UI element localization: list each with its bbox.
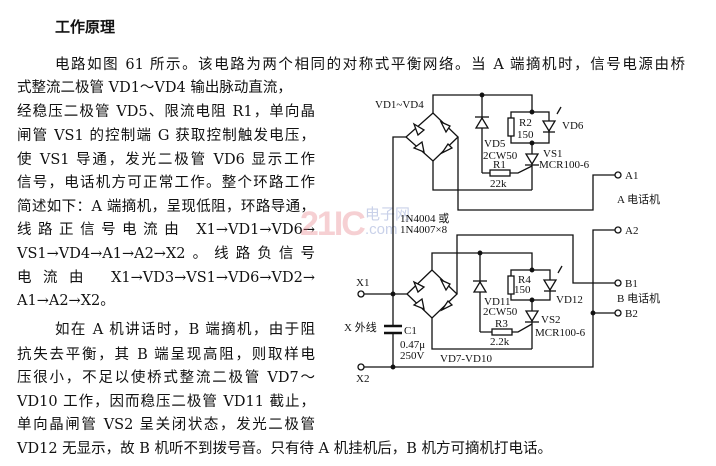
resistor-r1	[489, 169, 511, 177]
bridge-rectifier-bottom	[406, 269, 458, 319]
label-r4: R4	[518, 274, 531, 286]
label-r4-value: 150	[514, 284, 531, 296]
bridge-rectifier-top	[405, 112, 459, 162]
zener-vd11	[472, 253, 488, 332]
terminal-x1	[357, 290, 365, 298]
text-line: 电路如图 61 所示。该电路为两个相同的对称式平衡网络。当 A 端摘机时，信号电…	[55, 57, 685, 73]
text-line: 经稳压二极管 VD5、限流电阻 R1，单向晶	[17, 104, 315, 120]
led-vd6	[541, 106, 562, 133]
terminal-b2	[614, 309, 622, 317]
label-r2-value: 150	[517, 129, 534, 141]
text-line: 式整流二极管 VD1～VD4 输出脉动直流，	[17, 80, 292, 96]
label-a-phone: A 电话机	[617, 192, 660, 206]
label-c1: C1	[404, 325, 417, 337]
label-b-phone: B 电话机	[617, 291, 660, 305]
label-vd11-type: 2CW50	[483, 306, 518, 318]
text-line: 抗失去平衡，其 B 端呈现高阻，则取样电	[17, 347, 315, 363]
watermark-logo: 21IC	[300, 205, 366, 243]
label-vs2: VS2	[541, 314, 561, 326]
label-a2: A2	[625, 225, 638, 237]
text-line: VS1→VD4→A1→A2→X2。线路负信号	[17, 246, 315, 262]
text-line: 电流由 X1→VD3→VS1→VD6→VD2→	[17, 270, 315, 286]
label-diode-note: 1N4007×8	[400, 224, 448, 236]
terminal-a1	[614, 171, 622, 179]
label-bridge-top: VD1~VD4	[375, 99, 424, 111]
terminal-a2	[614, 226, 622, 234]
label-vd5-type: 2CW50	[483, 150, 518, 162]
text-line: 如在 A 机讲话时，B 端摘机，由于阻	[55, 322, 315, 338]
label-x-line: X 外线	[344, 320, 377, 334]
label-vs1: VS1	[543, 148, 563, 160]
text-line: VD12 无显示，故 B 机听不到拨号音。只有待 A 机挂机后，B 机方可摘机打…	[17, 441, 552, 457]
label-r1: R1	[493, 159, 506, 171]
text-line: 信号，电话机方可正常工作。整个环路工作	[17, 175, 315, 191]
zener-vd5	[474, 95, 490, 173]
label-r2: R2	[519, 117, 532, 129]
label-b2: B2	[625, 308, 638, 320]
label-b1: B1	[625, 278, 638, 290]
terminal-b1	[614, 279, 622, 287]
section-title: 工作原理	[55, 18, 116, 36]
label-x1: X1	[356, 277, 369, 289]
label-vd11: VD11	[484, 296, 510, 308]
text-line: A1→A2→X2。	[17, 293, 115, 309]
label-scr1: MCR100-6	[539, 159, 590, 171]
led-vd12	[542, 265, 563, 292]
label-c1-value: 0.47μ	[400, 339, 425, 351]
text-line: 单向晶闸管 VS2 呈关闭状态，发光二极管	[17, 417, 315, 433]
label-r3: R3	[495, 318, 508, 330]
capacitor-c1	[384, 324, 402, 335]
label-vd12: VD12	[556, 294, 583, 306]
label-r3-value: 2.2k	[490, 336, 510, 348]
watermark-sub: 电子网.com	[365, 206, 411, 238]
label-c1-voltage: 250V	[400, 350, 425, 362]
text-line: 线路正信号电流由 X1→VD1→VD6→	[17, 222, 315, 238]
resistor-r4	[507, 275, 515, 295]
label-scr2: MCR100-6	[535, 327, 586, 339]
text-line: 压很小，不足以使桥式整流二极管 VD7～	[17, 370, 315, 386]
text-line: 简述如下：A 端摘机，呈现低阻，环路导通，	[17, 199, 315, 215]
label-bridge-bottom: VD7-VD10	[440, 353, 492, 365]
label-r1-value: 22k	[490, 178, 507, 190]
text-line: VD10 工作，因而稳压二极管 VD11 截止，	[17, 394, 315, 410]
terminal-x2	[357, 363, 365, 371]
label-vd5: VD5	[484, 138, 506, 150]
label-x2: X2	[356, 373, 369, 385]
text-line: 使 VS1 导通，发光二极管 VD6 显示工作	[17, 152, 315, 168]
text-line: 闸管 VS1 的控制端 G 获取控制触发电压，	[17, 128, 315, 144]
label-vd6: VD6	[562, 120, 584, 132]
label-a1: A1	[625, 170, 638, 182]
resistor-r2	[507, 117, 515, 137]
resistor-r3	[491, 328, 513, 336]
label-diode-note: 1N4004 或	[400, 212, 449, 225]
